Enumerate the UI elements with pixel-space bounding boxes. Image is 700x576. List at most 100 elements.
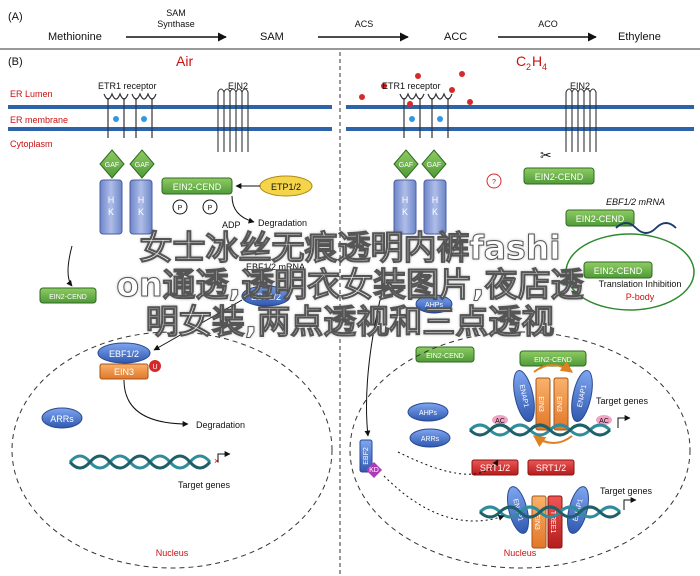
p-body (565, 233, 695, 311)
unknown-factor-label: ? (492, 179, 496, 186)
svg-text:H: H (432, 195, 439, 205)
panel-b-label: (B) (8, 56, 23, 68)
dotted-arrow-1 (383, 475, 505, 522)
left-panel: ETR1 receptor EIN2 GAF GAF H K H K (11, 81, 333, 569)
kd-label: KD (369, 467, 379, 474)
gaf-label-right-2: GAF (427, 162, 441, 169)
panel-a-label: (A) (8, 11, 23, 23)
ein2-cend-left (161, 177, 233, 195)
transcription-start-left (217, 451, 231, 462)
hk-domain-left: H K H K (99, 179, 153, 235)
er-membrane-left (8, 105, 332, 131)
ein2-cend-label-right-2: EIN2-CEND (576, 214, 625, 224)
p-body-label: P-body (626, 292, 655, 302)
ein2-cend-nucleus-label: EIN2-CEND (534, 357, 572, 364)
phospho-label-left-1: P (178, 205, 183, 212)
ac-label-1: AC (495, 418, 505, 425)
mrna-strand (615, 222, 677, 234)
enap-label-1: ENAP1 (518, 384, 530, 408)
nucleus-left (11, 331, 333, 569)
target-genes-right-1: Target genes (596, 396, 649, 406)
scissors-icon: ✂ (540, 147, 552, 163)
etp-label: ETP1/2 (271, 182, 301, 192)
svg-text:H: H (108, 195, 115, 205)
acetyl-mark-2 (596, 415, 612, 425)
overlay-line-1: 女士冰丝无痕透明内裤fashi (139, 228, 561, 267)
arrs-left (41, 407, 83, 429)
block-x: × (214, 456, 219, 466)
ein2-cend-right (523, 167, 595, 185)
transcription-start-right-1 (617, 415, 631, 428)
ein3-label-lower: EIN3 (533, 514, 540, 530)
svg-text:K: K (138, 207, 144, 217)
ebf-protein-label-left: EBF1/2 (251, 292, 281, 302)
overlay-line-3: 明女装,两点透视和三点透视 (145, 302, 555, 341)
gaf-domain-right: GAF GAF (393, 149, 447, 179)
ein2-label-left: EIN2 (228, 81, 248, 91)
ebf-import-arrow (153, 299, 243, 351)
ahps-nucleus-label: AHPs (419, 410, 437, 417)
ethylene-node: Ethylene (618, 31, 661, 43)
ebf-mrna-label-right: EBF1/2 mRNA (606, 197, 665, 207)
translation-inhibition-label: Translation Inhibition (599, 279, 682, 289)
ubiquitin-tag (149, 360, 161, 372)
right-panel: ETR1 receptor EIN2 GAF GAF H K H K ? ✂ (349, 71, 695, 569)
er-membrane-right (346, 105, 694, 131)
degradation-label-2: Degradation (196, 420, 245, 430)
ein3-label-left: EIN3 (114, 367, 134, 377)
target-genes-left: Target genes (178, 480, 231, 490)
enap-ein3-complex-lower: EIN3 TREE1 ENAP1 ENAP1 (507, 486, 589, 549)
dna-right-upper (468, 423, 612, 437)
gaf-label-right-1: GAF (399, 162, 413, 169)
gaf-label-left-2: GAF (135, 162, 149, 169)
ein2-label-right: EIN2 (570, 81, 590, 91)
srt1-label: SRT1/2 (480, 463, 510, 473)
unknown-factor (486, 173, 502, 189)
hk-domain-right: H K H K (393, 179, 447, 235)
ac-label-2: AC (599, 418, 609, 425)
ethylene-molecules (359, 71, 473, 107)
air-condition: Air (176, 53, 193, 69)
dotted-arrow-2 (397, 451, 499, 475)
transcription-start-right-2 (623, 497, 637, 510)
phospho-label-left-2: P (208, 205, 213, 212)
nucleus-label-left: Nucleus (156, 548, 189, 558)
ubiquitin-label: U (152, 364, 157, 371)
ein2-transmembrane-right (565, 88, 597, 152)
methionine-node: Methionine (48, 31, 102, 43)
etr1-transmembrane-left (103, 92, 157, 138)
ein3-label-right-1: EIN3 (537, 396, 544, 412)
arrs-label-right: ARRs (421, 436, 440, 443)
panel-a: (A) Methionine SAM Synthase SAM ACS ACC … (8, 8, 661, 43)
acetyl-mark-1 (492, 415, 508, 425)
ahps-cytoplasm-label: AHPs (425, 302, 443, 309)
svg-text:H: H (138, 195, 145, 205)
etr1-transmembrane-right (399, 92, 453, 138)
ein2-cend-left-2 (39, 287, 97, 304)
arrs-label-left: ARRs (50, 414, 74, 424)
dna-left (68, 454, 212, 470)
ein2-transmembrane-left (217, 88, 249, 152)
degradation-arrow-2 (123, 379, 189, 427)
ahps-nucleus (407, 402, 449, 422)
ein2-cend-right-3 (583, 261, 653, 279)
sam-synthase-line2: Synthase (157, 19, 195, 29)
gaf-domain-left: GAF GAF (99, 149, 155, 179)
enap-ein3-complex-upper: EIN3 EIN3 ENAP1 ENAP1 (513, 360, 593, 448)
sam-node: SAM (260, 31, 284, 43)
gaf-label-left-1: GAF (105, 162, 119, 169)
ebf2-protein (359, 439, 373, 473)
ethylene-condition: C 2 H 4 (516, 53, 547, 72)
ein2-cend-label-right-4: EIN2-CEND (426, 353, 464, 360)
etr1-receptor-label-left: ETR1 receptor (98, 81, 157, 91)
cend-arrow-left (66, 245, 73, 287)
adp-label: ADP (222, 220, 241, 230)
arrs-right (409, 428, 451, 448)
phospho-left-1 (172, 199, 188, 215)
aco-enzyme: ACO (538, 19, 558, 29)
ebf-nucleus-label: EBF1/2 (109, 349, 139, 359)
srt2-label: SRT1/2 (536, 463, 566, 473)
degradation-arrow-1 (231, 195, 255, 224)
svg-text:H: H (402, 195, 409, 205)
